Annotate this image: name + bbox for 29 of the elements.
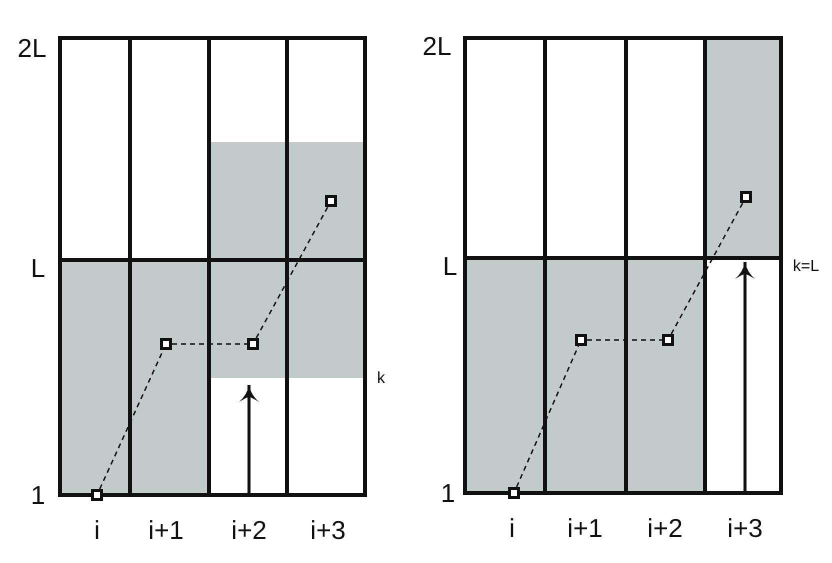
dashed-connector [516,346,580,488]
axis-label: i+2 [647,515,683,541]
square-marker [247,338,259,350]
square-marker [325,195,337,207]
axis-label: i+2 [231,517,267,543]
axis-label: i [94,517,100,543]
dashed-connector [587,339,662,341]
square-marker [91,489,103,501]
square-marker [160,338,172,350]
axis-label: i [509,515,515,541]
square-marker [740,191,752,203]
dashed-connector [172,343,247,345]
dashed-connector [256,206,328,338]
axis-label: 2L [422,33,452,59]
axis-label: L [30,255,46,281]
axis-label: 1 [440,480,456,506]
axis-label: i+3 [727,515,763,541]
axis-label: 2L [18,35,46,61]
axis-label: i+3 [310,517,346,543]
square-marker [662,334,674,346]
axis-label: k=L [792,259,820,275]
axis-label: 1 [30,482,46,508]
square-marker [575,334,587,346]
axis-label: i+1 [567,515,603,541]
dashed-connector [670,202,744,334]
square-marker [508,487,520,499]
axis-label: i+1 [148,517,184,543]
axis-label: L [442,253,458,279]
axis-label: k [377,371,385,387]
